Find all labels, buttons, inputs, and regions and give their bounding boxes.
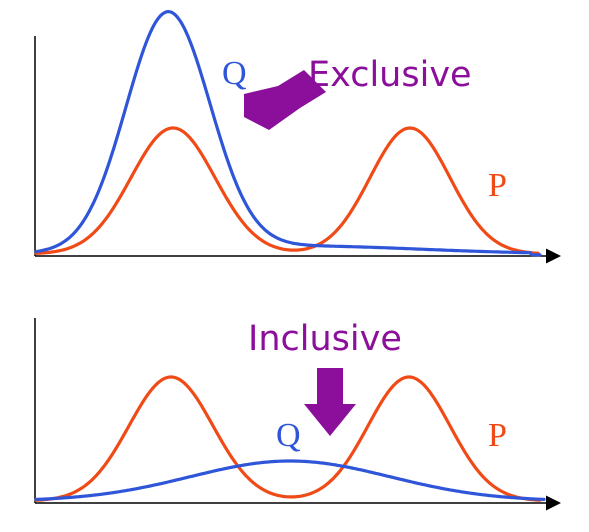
exclusive-title: Exclusive bbox=[308, 55, 472, 95]
bottom-p-curve bbox=[34, 375, 542, 502]
top-q-curve bbox=[34, 10, 542, 257]
inclusive-panel: Q P Inclusive bbox=[34, 318, 561, 511]
exclusive-arrow bbox=[244, 70, 326, 130]
inclusive-title: Inclusive bbox=[248, 319, 402, 359]
bottom-q-curve bbox=[34, 459, 546, 501]
inclusive-arrow bbox=[304, 368, 356, 436]
bottom-p-label: P bbox=[488, 417, 507, 454]
top-p-curve bbox=[34, 126, 540, 255]
bottom-q-label: Q bbox=[276, 417, 301, 454]
top-q-label: Q bbox=[222, 55, 247, 92]
exclusive-panel: Q P Exclusive bbox=[34, 10, 561, 264]
top-p-label: P bbox=[488, 167, 507, 204]
